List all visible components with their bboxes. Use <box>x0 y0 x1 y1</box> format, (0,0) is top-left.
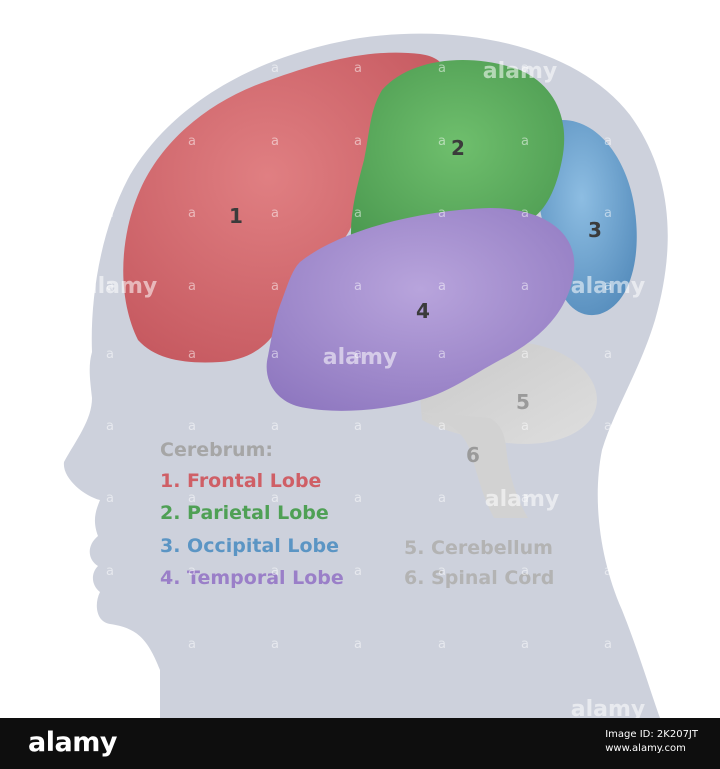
watermark-glyph: a <box>438 491 446 506</box>
lobe-number-4: 4 <box>416 299 430 323</box>
watermark-glyph: a <box>521 491 529 506</box>
watermark-glyph: a <box>106 637 114 652</box>
legend-cerebrum-title: Cerebrum: <box>160 439 273 461</box>
watermark-glyph: a <box>188 347 196 362</box>
legend-parietal-lobe: 2. Parietal Lobe <box>160 502 329 524</box>
footer-logo: alamy <box>28 727 117 758</box>
watermark-glyph: a <box>604 347 612 362</box>
watermark-glyph: a <box>438 206 446 221</box>
watermark-glyph: a <box>354 206 362 221</box>
watermark-glyph: a <box>521 279 529 294</box>
watermark-glyph: a <box>106 491 114 506</box>
footer-bar: alamy Image ID: 2K207JT www.alamy.com <box>0 718 720 769</box>
watermark-glyph: a <box>521 419 529 434</box>
watermark-glyph: a <box>604 206 612 221</box>
lobe-number-3: 3 <box>588 218 602 242</box>
watermark-glyph: a <box>438 564 446 579</box>
footer-image-id-text: Image ID: 2K207JT <box>605 729 698 740</box>
legend-cerebellum: 5. Cerebellum <box>404 537 553 559</box>
watermark-glyph: a <box>521 637 529 652</box>
watermark-glyph: a <box>604 491 612 506</box>
watermark-glyph: a <box>188 419 196 434</box>
watermark-glyph: a <box>521 61 529 76</box>
watermark-glyph: a <box>271 491 279 506</box>
watermark-glyph: a <box>106 347 114 362</box>
watermark-glyph: a <box>604 279 612 294</box>
watermark-glyph: a <box>438 419 446 434</box>
footer-image-id: Image ID: 2K207JT www.alamy.com <box>605 728 698 756</box>
watermark-glyph: a <box>604 564 612 579</box>
watermark-glyph: a <box>188 279 196 294</box>
frontal-lobe-shape <box>123 52 445 363</box>
watermark-glyph: a <box>521 347 529 362</box>
watermark-center: alamy <box>323 345 398 370</box>
lobe-number-5: 5 <box>516 390 530 414</box>
watermark-glyph: a <box>354 134 362 149</box>
watermark-top: alamy <box>483 59 558 84</box>
legend-frontal-lobe: 1. Frontal Lobe <box>160 470 321 492</box>
watermark-glyph: a <box>354 347 362 362</box>
watermark-glyph: a <box>604 61 612 76</box>
watermark-glyph: a <box>188 206 196 221</box>
watermark-glyph: a <box>271 637 279 652</box>
spinal-cord-shape <box>420 412 528 518</box>
watermark-glyph: a <box>271 279 279 294</box>
brain-diagram: 1 2 3 4 5 6 Cerebrum: 1. Frontal Lobe 2.… <box>63 33 668 718</box>
watermark-glyph: a <box>354 279 362 294</box>
watermark-glyph: a <box>188 61 196 76</box>
watermark-glyph: a <box>354 637 362 652</box>
watermark-glyph: a <box>521 564 529 579</box>
watermark-glyph: a <box>271 134 279 149</box>
watermark-glyph: a <box>106 134 114 149</box>
watermark-glyph: a <box>604 134 612 149</box>
watermark-glyph: a <box>604 419 612 434</box>
lobe-number-1: 1 <box>229 204 243 228</box>
watermark-glyph: a <box>604 637 612 652</box>
watermark-glyph: a <box>354 419 362 434</box>
watermark-glyph: a <box>271 564 279 579</box>
watermark-glyph: a <box>438 134 446 149</box>
lobe-number-6: 6 <box>466 443 480 467</box>
watermark-glyph: a <box>106 564 114 579</box>
parietal-lobe-shape <box>350 59 565 250</box>
legend-spinal-cord: 6. Spinal Cord <box>404 567 554 589</box>
watermark-left: alamy <box>83 274 158 299</box>
watermark-glyph: a <box>438 347 446 362</box>
legend-temporal-lobe: 4. Temporal Lobe <box>160 567 344 589</box>
legend-occipital-lobe: 3. Occipital Lobe <box>160 535 339 557</box>
watermark-glyph: a <box>521 206 529 221</box>
watermark-glyph: a <box>106 419 114 434</box>
watermark-glyph: a <box>188 491 196 506</box>
watermark-bottom: alamy <box>571 697 646 718</box>
watermark-glyph: a <box>188 564 196 579</box>
watermark-glyph: a <box>271 206 279 221</box>
watermark-glyph: a <box>188 637 196 652</box>
watermark-glyph: a <box>438 279 446 294</box>
watermark-glyph: a <box>354 564 362 579</box>
watermark-glyph: a <box>188 134 196 149</box>
watermark-glyph: a <box>271 347 279 362</box>
watermark-glyph: a <box>521 134 529 149</box>
temporal-lobe-shape <box>266 208 575 411</box>
footer-site-text: www.alamy.com <box>605 743 686 754</box>
lobe-number-2: 2 <box>451 136 465 160</box>
watermark-glyph: a <box>106 279 114 294</box>
watermark-glyph: a <box>106 61 114 76</box>
watermark-small-grid: aaaaaaaaaaaaaaaaaaaaaaaaaaaaaaaaaaaaaaaa… <box>106 61 612 652</box>
watermark-glyph: a <box>438 61 446 76</box>
watermark-lower: alamy <box>485 487 560 512</box>
watermark-glyph: a <box>271 61 279 76</box>
watermark-glyph: a <box>354 61 362 76</box>
watermark-glyph: a <box>438 637 446 652</box>
watermark-glyph: a <box>354 491 362 506</box>
watermark-glyph: a <box>106 206 114 221</box>
watermark-glyph: a <box>271 419 279 434</box>
watermark-right: alamy <box>571 274 646 299</box>
